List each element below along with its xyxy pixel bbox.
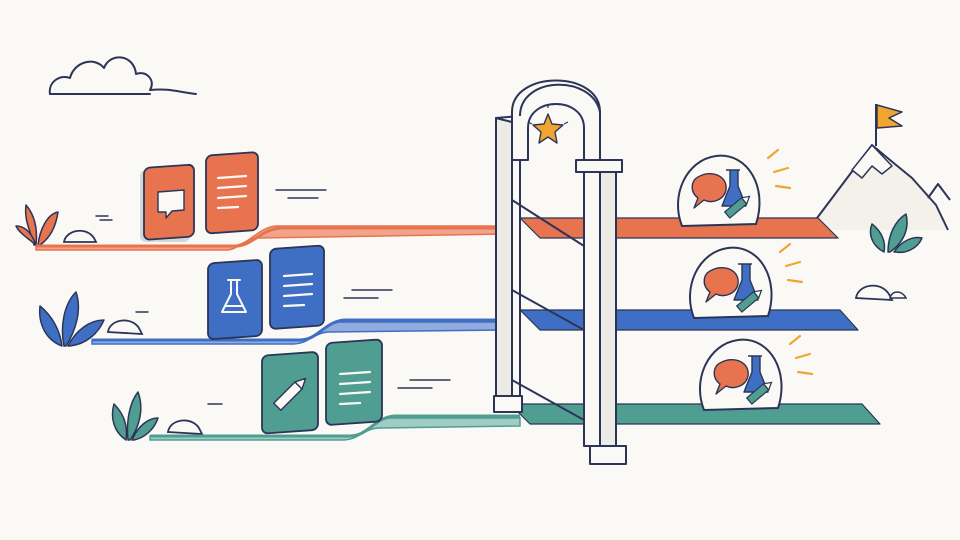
speed-lines — [95, 189, 451, 405]
speech-bubble-icon — [691, 172, 727, 209]
document-lines-icon — [338, 370, 372, 406]
rock-right — [854, 284, 908, 301]
star-icon — [527, 104, 569, 144]
card-orange-document — [205, 151, 259, 235]
result-bubble-green — [695, 334, 814, 418]
rock-2 — [106, 319, 144, 335]
plant-orange-left — [15, 204, 59, 246]
flag-icon — [875, 104, 903, 146]
sparkle-lines — [766, 148, 792, 190]
sparkle-lines — [778, 242, 804, 284]
pencil-icon — [272, 377, 307, 412]
card-green-document — [325, 338, 383, 426]
plant-blue-left — [38, 291, 105, 347]
card-orange-chat — [140, 163, 195, 242]
gateway — [493, 79, 627, 465]
card-blue-document — [269, 244, 325, 330]
plant-green-right — [869, 213, 923, 254]
sparkle-lines — [788, 334, 814, 376]
rock-3 — [166, 419, 204, 435]
pencil-icon — [735, 289, 763, 313]
pencil-icon — [723, 195, 751, 219]
flask-icon — [221, 279, 247, 313]
speech-bubble-icon — [713, 358, 749, 395]
pencil-icon — [745, 381, 773, 405]
cloud-icon — [48, 56, 197, 95]
mountain-summit — [807, 104, 951, 231]
result-bubble-blue — [685, 242, 804, 326]
plant-green-left — [111, 391, 159, 441]
rock-1 — [62, 229, 98, 243]
speech-bubble-icon — [703, 266, 739, 303]
card-green-pencil — [261, 351, 319, 435]
result-bubble-orange — [673, 148, 792, 234]
card-blue-flask — [207, 259, 263, 340]
speech-bubble-icon — [157, 189, 185, 219]
document-lines-icon — [216, 174, 248, 210]
document-lines-icon — [282, 272, 314, 308]
